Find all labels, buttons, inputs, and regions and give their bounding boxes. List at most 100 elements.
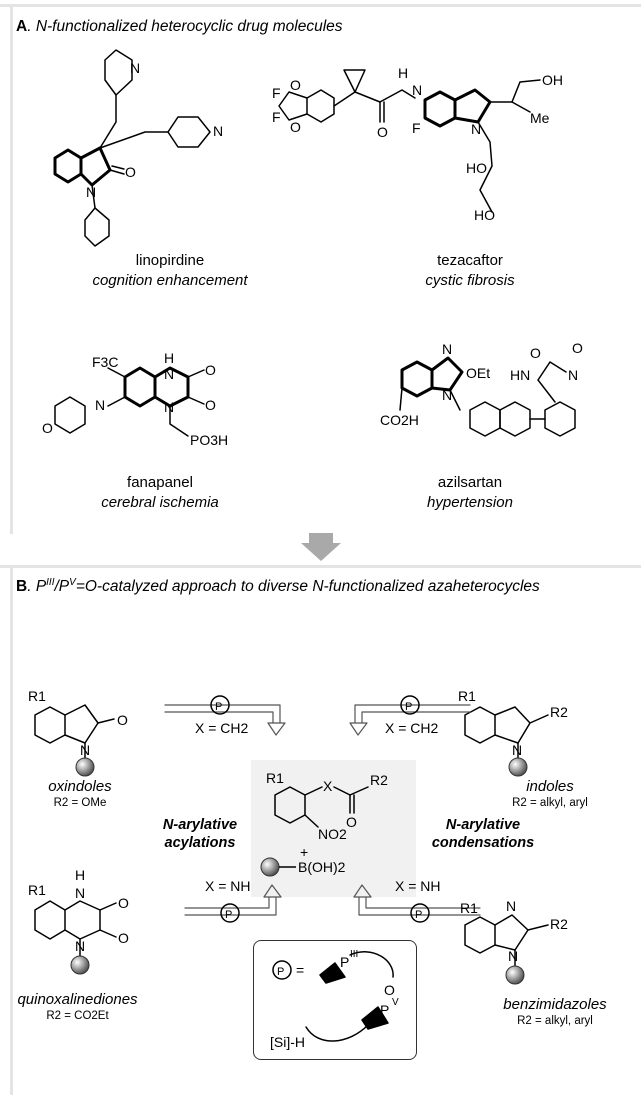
aryl-ball-benzim <box>505 965 525 985</box>
atom-label: N <box>80 742 90 758</box>
atom-label: O <box>290 119 301 135</box>
atom-label: HO <box>474 207 495 223</box>
atom-label: N <box>442 341 452 357</box>
oxindoles-label: oxindoles R2 = OMe <box>48 778 112 809</box>
atom-label: N <box>471 121 481 137</box>
atom-label: P <box>415 909 422 921</box>
section-a-title: A. N-functionalized heterocyclic drug mo… <box>16 18 343 35</box>
atom-label: P <box>277 966 284 978</box>
section-a-structures: N N N O F F O O H N O F N OH Me HO HO H … <box>42 49 583 448</box>
atom-label: O <box>117 712 128 728</box>
atom-label: O <box>118 930 129 946</box>
atom-label: O <box>205 397 216 413</box>
atom-label: F <box>272 85 281 101</box>
middle-rule <box>0 565 641 568</box>
top-rule <box>0 4 641 7</box>
atom-label: R1 <box>28 688 46 704</box>
atom-label: O <box>384 982 395 998</box>
arrow-top-right <box>349 704 471 736</box>
atom-label: N <box>95 397 105 413</box>
tezacaftor-structure <box>278 69 541 213</box>
azilsartan-caption: azilsartan hypertension <box>427 474 513 511</box>
atom-label: O <box>118 895 129 911</box>
atom-label: X = CH2 <box>195 720 249 736</box>
atom-label: F3C <box>92 354 118 370</box>
atom-label: O <box>530 345 541 361</box>
atom-label: R1 <box>266 770 284 786</box>
atom-label: N <box>213 123 223 139</box>
indoles-label: indoles R2 = alkyl, aryl <box>512 778 588 809</box>
atom-label: CO2H <box>380 412 419 428</box>
atom-label: R2 <box>370 772 388 788</box>
left-rule-b <box>10 565 13 1095</box>
section-b-structures: R1 O N R1 R2 N R1 H N O O N R1 N R2 N R1… <box>28 688 568 1050</box>
atom-label: X = NH <box>205 878 251 894</box>
substrate-box <box>251 760 416 897</box>
atom-label: N <box>568 367 578 383</box>
atom-label: R2 <box>550 704 568 720</box>
atom-label: N <box>75 938 85 954</box>
atom-label: X = NH <box>395 878 441 894</box>
left-rule-a <box>10 4 13 534</box>
linopirdine-structure <box>53 49 211 247</box>
atom-label: = <box>296 962 304 978</box>
atom-label: H <box>164 350 174 366</box>
quinoxalinediones-label: quinoxalinediones R2 = CO2Et <box>17 991 138 1022</box>
atom-label: R1 <box>460 900 478 916</box>
atom-label: III <box>350 949 358 960</box>
quinoxalinedione-structure <box>34 900 117 958</box>
atom-label: OH <box>542 72 563 88</box>
atom-label: O <box>125 164 136 180</box>
atom-label: HO <box>466 160 487 176</box>
arrow-top-left <box>164 704 286 736</box>
atom-label: F <box>412 120 421 136</box>
atom-label: N <box>130 60 140 76</box>
arrow-bottom-right <box>353 884 481 916</box>
atom-label: Me <box>530 110 550 126</box>
atom-label: P <box>340 954 349 970</box>
catalytic-cycle-box <box>253 940 417 1060</box>
arrow-bottom-left <box>184 884 282 916</box>
catalyst-icon-tl <box>210 695 230 715</box>
atom-label: [Si]-H <box>270 1034 305 1050</box>
atom-label: B(OH)2 <box>298 859 346 875</box>
atom-label: P <box>380 1002 389 1018</box>
linopirdine-caption: linopirdine cognition enhancement <box>92 252 248 289</box>
aryl-ball-indole <box>508 757 528 777</box>
atom-label: N <box>506 898 516 914</box>
atom-label: N <box>164 399 174 415</box>
atom-label: + <box>300 844 308 860</box>
catalyst-icon-br <box>410 903 430 923</box>
section-down-arrow <box>301 533 341 561</box>
tezacaftor-caption: tezacaftor cystic fibrosis <box>425 252 515 289</box>
atom-label: O <box>42 420 53 436</box>
atom-label: PO3H <box>190 432 228 448</box>
atom-label: N <box>442 387 452 403</box>
benzimidazole-structure <box>464 914 549 968</box>
atom-label: N <box>75 885 85 901</box>
atom-label: N <box>164 366 174 382</box>
atom-label: O <box>290 77 301 93</box>
section-b-title: B. PIII/PV=O-catalyzed approach to diver… <box>16 577 540 596</box>
aryl-ball-substrate <box>260 857 280 877</box>
atom-label: R2 <box>550 916 568 932</box>
atom-label: H <box>75 867 85 883</box>
atom-label: V <box>392 997 399 1008</box>
catalyst-icon-bl <box>220 903 240 923</box>
atom-label: P <box>405 701 412 713</box>
atom-label: P <box>215 701 222 713</box>
benzimidazoles-label: benzimidazoles R2 = alkyl, aryl <box>503 996 607 1027</box>
substrate-structure <box>274 786 369 828</box>
catalyst-icon-tr <box>400 695 420 715</box>
atom-label: O <box>377 124 388 140</box>
aryl-ball-quinox <box>70 955 90 975</box>
atom-label: O <box>205 362 216 378</box>
atom-label: HN <box>510 367 530 383</box>
atom-label: NO2 <box>318 826 347 842</box>
atom-label: H <box>398 65 408 81</box>
atom-label: N <box>512 742 522 758</box>
atom-label: X = CH2 <box>385 720 439 736</box>
atom-label: O <box>572 340 583 356</box>
